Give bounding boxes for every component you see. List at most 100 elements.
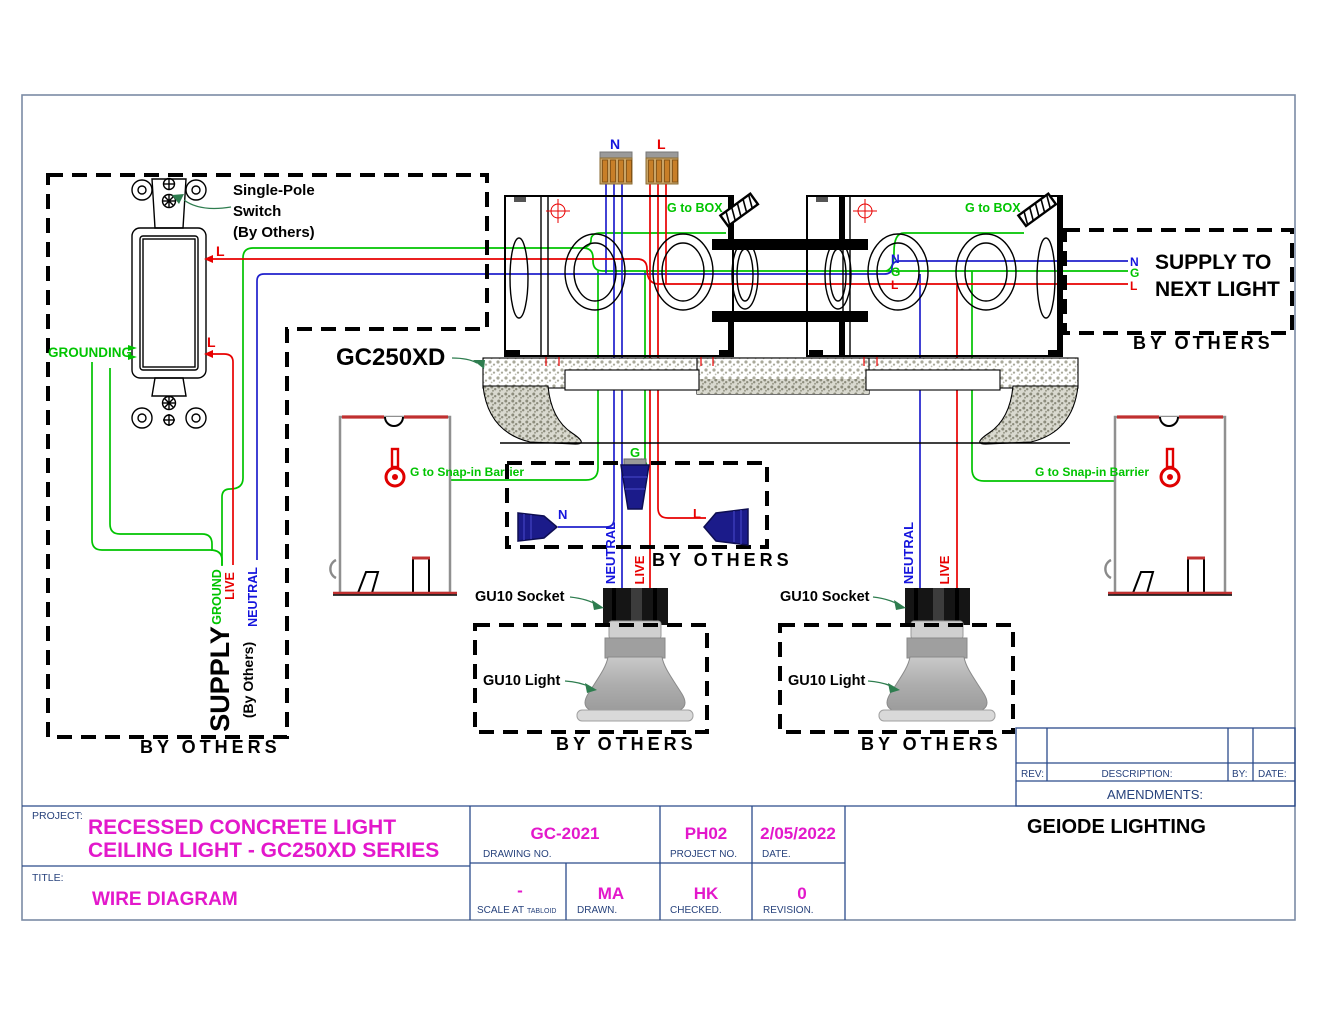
gu10-light-label: GU10 Light	[483, 673, 561, 689]
grounding-arrow	[128, 345, 137, 351]
scale-label: SCALE AT	[477, 905, 524, 916]
neutral-drop-label: NEUTRAL	[603, 522, 618, 584]
switch-by-others-box	[46, 173, 489, 739]
gu10-socket-arrow	[894, 600, 906, 610]
supply-next-label-line1: SUPPLY TO	[1155, 251, 1271, 274]
revision-label: REVISION.	[763, 905, 814, 916]
lever-connector-live	[645, 151, 679, 185]
project-no-value: PH02	[685, 824, 728, 843]
live-terminal-letter: L	[207, 334, 216, 350]
model-leader-arrow	[473, 360, 485, 369]
by-others-label: BY OTHERS	[556, 734, 697, 754]
gu10-socket-label: GU10 Socket	[780, 589, 870, 605]
box-neutral-letter: N	[891, 252, 900, 266]
junction-box-right	[806, 195, 1063, 357]
g-to-snapin-label: G to Snap-in Barrier	[1035, 465, 1149, 479]
title-block: PROJECT: RECESSED CONCRETE LIGHT CEILING…	[22, 805, 1295, 920]
rev-col-label: REV:	[1021, 769, 1044, 780]
scale-value: -	[517, 881, 523, 900]
box-live-letter: L	[891, 278, 898, 292]
title-value: WIRE DIAGRAM	[92, 889, 238, 910]
snapin-barrier-right	[1103, 415, 1234, 597]
switch-label-line3: (By Others)	[233, 224, 315, 241]
nut-ground-letter: G	[630, 445, 640, 460]
g-to-snapin-label: G to Snap-in Barrier	[410, 465, 524, 479]
grounding-arrow	[128, 354, 137, 360]
ground-vertical-label: GROUND	[210, 569, 224, 625]
supply-next-ground-letter: G	[1130, 266, 1139, 280]
project-value-line2: CEILING LIGHT - GC250XD SERIES	[88, 839, 439, 862]
model-label: GC250XD	[336, 344, 445, 371]
drawing-no-value: GC-2021	[531, 824, 600, 843]
ground-clip-icon	[1017, 192, 1058, 228]
switch-leader-arrow	[172, 194, 184, 204]
by-col-label: BY:	[1232, 769, 1248, 780]
gu10-by-others-box-left	[473, 623, 709, 734]
nut-live-letter: L	[693, 506, 701, 521]
revision-value: 0	[797, 884, 806, 903]
fixture-wall-right	[979, 385, 1079, 445]
single-pole-switch	[131, 177, 213, 429]
ground-wires	[91, 232, 1160, 566]
supply-by-others-label: (By Others)	[240, 642, 256, 718]
project-label: PROJECT:	[32, 810, 83, 822]
fixture-flange-recess	[865, 369, 1001, 391]
company-name: GEIODE LIGHTING	[1027, 816, 1206, 838]
g-to-box-label: G to BOX	[965, 201, 1021, 215]
gu10-socket-arrow	[592, 600, 604, 610]
ground-clip-icon	[719, 192, 760, 228]
grounding-label: GROUNDING	[48, 345, 132, 360]
date-col-label: DATE:	[1258, 769, 1287, 780]
by-others-label: BY OTHERS	[1133, 333, 1274, 353]
live-terminal-arrow	[204, 350, 213, 358]
date-value: 2/05/2022	[760, 824, 836, 843]
gu10-socket-label: GU10 Socket	[475, 589, 565, 605]
wire-nut-live	[703, 508, 749, 546]
supply-vertical-label: SUPPLY	[205, 626, 235, 732]
lever-connector-neutral	[599, 151, 633, 185]
project-no-label: PROJECT NO.	[670, 849, 737, 860]
amendments-label: AMENDMENTS:	[1107, 787, 1203, 802]
supply-labels: GROUND LIVE NEUTRAL SUPPLY (By Others)	[205, 567, 260, 732]
by-others-label: BY OTHERS	[652, 550, 793, 570]
supply-next-live-letter: L	[1130, 279, 1137, 293]
project-value-line1: RECESSED CONCRETE LIGHT	[88, 816, 396, 839]
fixture-wall-left	[482, 385, 582, 445]
switch-rocker	[139, 235, 199, 371]
concrete-fixture	[482, 357, 1079, 445]
wire-nut-neutral	[517, 512, 559, 542]
drawn-label: DRAWN.	[577, 905, 617, 916]
junction-box-left	[504, 195, 734, 357]
neutral-drop-label: NEUTRAL	[901, 522, 916, 584]
supply-next-label-line2: NEXT LIGHT	[1155, 278, 1280, 301]
live-terminal-letter: L	[216, 243, 225, 259]
box-ground-letter: G	[891, 265, 900, 279]
description-col-label: DESCRIPTION:	[1101, 769, 1172, 780]
by-others-label: BY OTHERS	[140, 737, 281, 757]
model-leader-line	[451, 357, 478, 364]
switch-label-line1: Single-Pole	[233, 182, 315, 199]
gu10-by-others-box-right	[778, 623, 1015, 734]
wire-nut-ground	[620, 458, 650, 510]
checked-value: HK	[694, 884, 719, 903]
switch-leader-line	[183, 199, 232, 210]
gu10-light-label: GU10 Light	[788, 673, 866, 689]
neutral-vertical-label: NEUTRAL	[246, 567, 260, 627]
gu10-light-arrow	[585, 683, 597, 693]
title-label: TITLE:	[32, 872, 64, 884]
scale-sublabel: TABLOID	[527, 908, 556, 915]
g-to-box-label: G to BOX	[667, 201, 723, 215]
neutral-feed-letter: N	[610, 136, 620, 152]
neutral-wires	[256, 166, 1128, 588]
live-vertical-label: LIVE	[223, 572, 237, 600]
supply-next-light-box	[1063, 228, 1294, 335]
live-terminal-arrow	[204, 255, 213, 263]
supply-next-neutral-letter: N	[1130, 255, 1139, 269]
page-border	[21, 94, 1296, 921]
gu10-light-arrow	[888, 683, 900, 693]
fixture-flange-recess	[564, 369, 700, 391]
snapin-barrier-left	[328, 415, 459, 597]
conduit	[712, 239, 868, 322]
